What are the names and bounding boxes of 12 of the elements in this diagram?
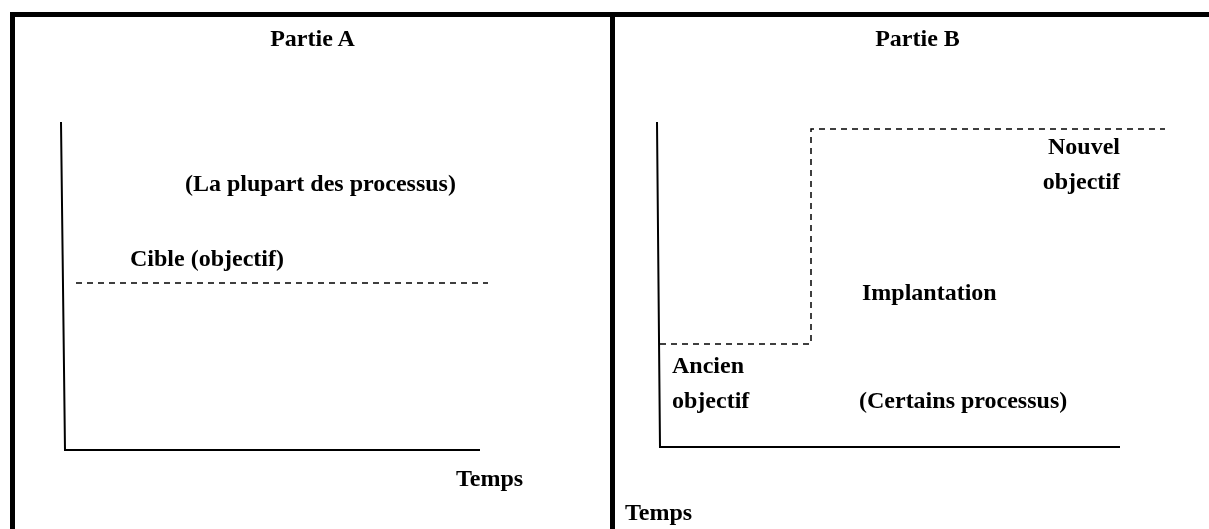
chart-label: (Certains processus) [859,386,1068,415]
chart-label: (La plupart des processus) [185,169,456,198]
chart-label: Cible (objectif) [130,244,284,273]
panel-heading: Partie A [270,24,355,52]
chart-label: Ancien objectif [672,351,751,415]
panel-frame [10,12,610,529]
chart-label: Temps [625,498,693,527]
panel-frame [610,12,1209,529]
chart-label: Nouvel objectif [1041,132,1120,196]
chart-label: Implantation [862,278,997,307]
chart-label: Temps [456,464,524,493]
panel-heading: Partie B [875,24,960,52]
